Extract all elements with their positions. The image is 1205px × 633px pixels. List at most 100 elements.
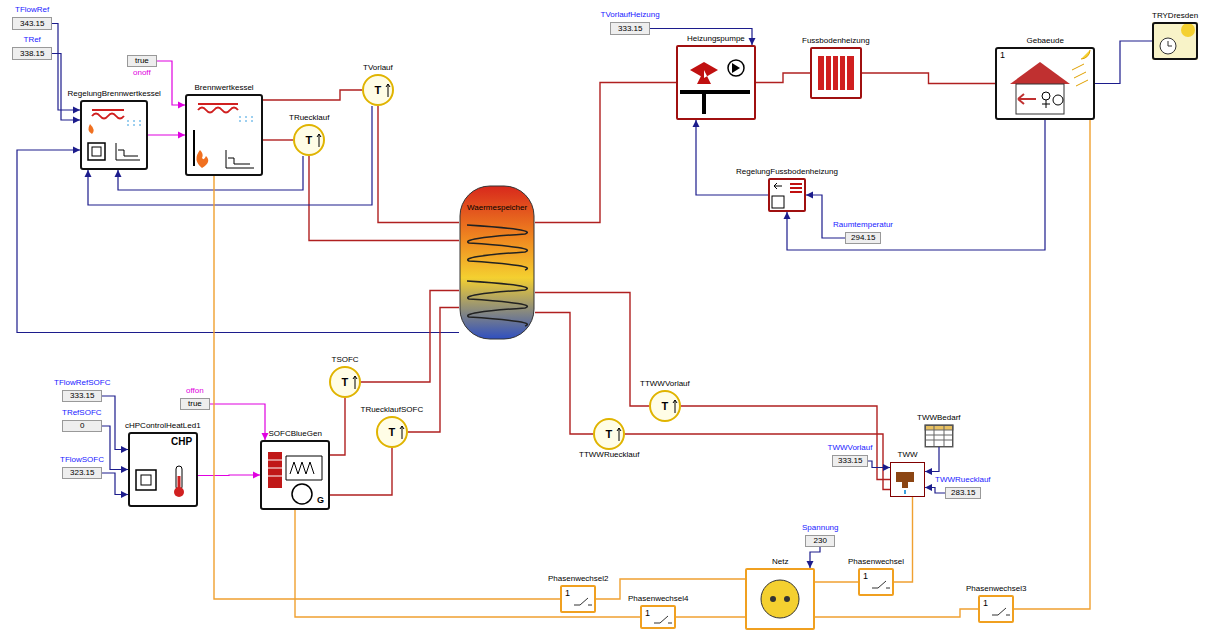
chp-controller-icon bbox=[128, 432, 198, 507]
controller-icon bbox=[80, 100, 148, 170]
controller-icon bbox=[92, 110, 124, 119]
connector bbox=[263, 90, 362, 100]
block-text: 230 bbox=[814, 536, 827, 546]
block-label: TFlowRefSOFC bbox=[54, 378, 110, 388]
connector bbox=[1095, 41, 1152, 84]
block-label: Spannung bbox=[802, 523, 838, 533]
constant-block: TRef338.15 bbox=[12, 47, 52, 60]
connector bbox=[118, 156, 303, 190]
sensor-arrow bbox=[386, 84, 390, 97]
block-label: TTWWVorlauf bbox=[640, 379, 690, 389]
block-text: T bbox=[662, 400, 669, 412]
constant-block: TFlowRef343.15 bbox=[12, 17, 52, 30]
controller-icon bbox=[768, 178, 806, 212]
electrical-block: Netz bbox=[745, 568, 815, 630]
chp-controller-icon bbox=[136, 470, 156, 490]
block-text: 1 bbox=[645, 608, 650, 618]
hot-water-tap-icon bbox=[890, 462, 925, 497]
building-icon bbox=[1053, 95, 1063, 105]
hot-water-tap-icon bbox=[904, 490, 906, 494]
connector bbox=[806, 195, 845, 238]
connector bbox=[309, 156, 459, 241]
block-label: TWWVorlauf bbox=[828, 443, 873, 453]
connector bbox=[378, 106, 459, 223]
fuel-cell-icon bbox=[260, 440, 330, 510]
block-label: Netz bbox=[772, 557, 788, 567]
connector bbox=[862, 73, 995, 84]
block-text: 323.15 bbox=[70, 468, 94, 478]
phase-switch-icon bbox=[992, 608, 1010, 615]
constant-block: Raumtemperatur294.15 bbox=[845, 232, 881, 244]
connector bbox=[676, 616, 745, 617]
constant-block: TWWRuecklauf283.15 bbox=[945, 487, 981, 499]
socket-icon bbox=[745, 568, 815, 630]
building-icon bbox=[1016, 84, 1064, 114]
temperature-sensor: TSOFCT bbox=[329, 366, 361, 398]
block-label: Raumtemperatur bbox=[833, 220, 893, 230]
block-text: T bbox=[342, 376, 349, 388]
weather-icon bbox=[1152, 22, 1198, 60]
boiler-icon bbox=[193, 130, 195, 166]
connector bbox=[681, 406, 890, 480]
block-text: 333.15 bbox=[838, 456, 862, 466]
connector bbox=[102, 473, 128, 495]
connector bbox=[295, 510, 640, 617]
phase-switch-icon bbox=[872, 581, 890, 588]
block-text: CHP bbox=[171, 437, 192, 447]
block-label: RegelungBrennwertkessel bbox=[68, 89, 161, 99]
phase-switch-icon bbox=[654, 616, 672, 623]
temperature-sensor: TRuecklaufT bbox=[293, 124, 325, 156]
pump-icon bbox=[680, 92, 750, 114]
building-icon bbox=[1018, 94, 1036, 104]
connector bbox=[756, 73, 810, 83]
floor-heating-icon bbox=[810, 47, 862, 99]
connector bbox=[148, 134, 185, 135]
floor-heating-icon bbox=[825, 56, 846, 90]
connector bbox=[214, 176, 560, 599]
building-icon bbox=[1042, 92, 1050, 100]
connector bbox=[894, 497, 913, 582]
constant-block: TVorlaufHeizung333.15 bbox=[610, 22, 650, 35]
block-label: TVorlaufHeizung bbox=[601, 10, 660, 20]
table-icon bbox=[925, 425, 953, 447]
sensor-arrow bbox=[353, 376, 357, 389]
connector bbox=[263, 139, 293, 140]
weather-icon bbox=[1168, 41, 1172, 46]
weather-icon bbox=[1181, 23, 1195, 37]
chp-controller-icon bbox=[141, 475, 151, 485]
connector bbox=[787, 120, 1045, 250]
temperature-sensor-icon bbox=[378, 418, 406, 446]
block-label: offon bbox=[186, 386, 204, 396]
block-label: Phasenwechsel4 bbox=[628, 594, 688, 604]
pump-icon bbox=[690, 62, 718, 84]
block-label: Heizungspumpe bbox=[687, 34, 745, 44]
boiler-icon bbox=[185, 94, 263, 176]
temperature-sensor: TTWWVorlaufT bbox=[649, 390, 681, 422]
fuel-cell-icon bbox=[268, 452, 282, 488]
block-label: TSOFC bbox=[332, 355, 359, 365]
hot-water-tap-icon bbox=[890, 462, 925, 497]
connector bbox=[1014, 120, 1090, 609]
block-label: Brennwertkessel bbox=[195, 83, 254, 93]
controller-icon bbox=[774, 183, 782, 189]
temperature-sensor: TVorlaufT bbox=[362, 74, 394, 106]
temperature-sensor: TRuecklaufSOFCT bbox=[376, 416, 408, 448]
electrical-block: Phasenwechsel1 bbox=[858, 568, 894, 596]
block-label: Phasenwechsel2 bbox=[548, 574, 608, 584]
component-block: Gebaeude1 bbox=[995, 47, 1095, 120]
fuel-cell-icon bbox=[292, 484, 312, 504]
sensor-arrow bbox=[673, 400, 677, 413]
block-text: true bbox=[135, 56, 149, 66]
weather-icon bbox=[1152, 22, 1198, 60]
fuel-cell-icon bbox=[290, 462, 314, 474]
socket-icon bbox=[745, 568, 815, 630]
heating-block: Fussbodenheizung bbox=[810, 47, 862, 99]
connector bbox=[17, 150, 459, 333]
building-icon bbox=[995, 47, 1095, 120]
boiler-icon bbox=[185, 94, 263, 176]
socket-icon bbox=[770, 596, 776, 602]
heat-exchanger-coil bbox=[467, 281, 527, 326]
connector bbox=[535, 313, 593, 435]
block-label: TWWRuecklauf bbox=[935, 475, 991, 485]
